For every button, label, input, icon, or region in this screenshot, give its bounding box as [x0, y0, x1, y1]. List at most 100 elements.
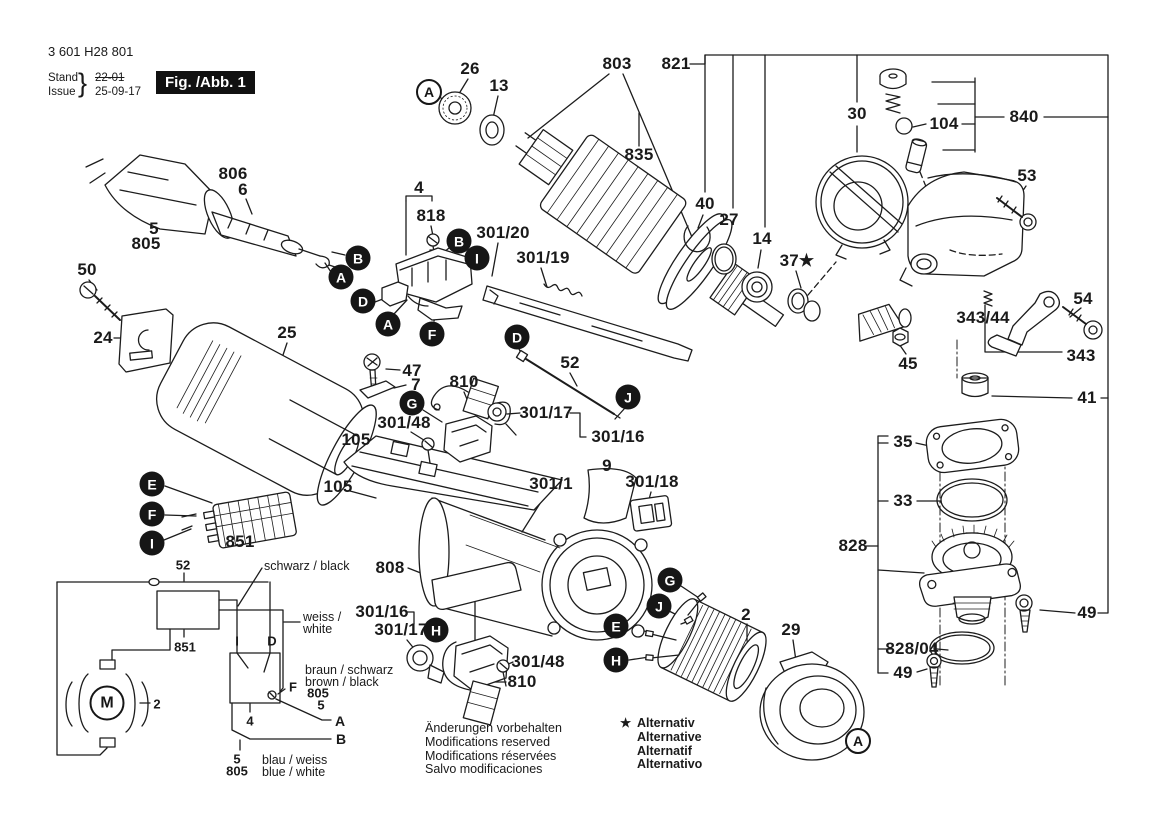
wire-color-blue-de: blau / weiss: [262, 753, 328, 767]
modifications-note-de: Änderungen vorbehalten: [425, 721, 562, 735]
part-label-9: 9: [602, 456, 612, 475]
module-851-drawing: [181, 491, 297, 549]
part-label-41: 41: [1077, 388, 1097, 407]
stand-label: Stand: [48, 72, 79, 84]
issue-label: Issue: [48, 86, 76, 98]
ref-letter-a-cover: A: [845, 728, 871, 754]
part-label-840: 840: [1009, 107, 1039, 126]
ref-letter-f-module: F: [139, 501, 165, 527]
part-label-49-bottom: 49: [893, 663, 913, 682]
ref-letter-i-switch: I: [464, 245, 490, 271]
part-label-301-16-top: 301/16: [591, 427, 645, 446]
ref-letter-b-cable: B: [345, 245, 371, 271]
part-label-301-17-top: 301/17: [519, 403, 573, 422]
schematic-terminal-d: D: [267, 633, 277, 649]
stator-drawing: [644, 592, 767, 702]
brush-set-bottom-drawing: [406, 635, 510, 726]
wire-color-brown-en: brown / black: [305, 675, 379, 689]
part-label-14: 14: [752, 229, 772, 248]
part-label-2: 2: [741, 605, 751, 624]
ref-letter-g-brush: G: [399, 390, 425, 416]
part-label-7: 7: [411, 375, 421, 394]
part-label-50: 50: [77, 260, 97, 279]
stand-value: 22-01: [95, 72, 125, 84]
ref-letter-e-stator: E: [603, 613, 629, 639]
screw-50-drawing: [79, 281, 174, 373]
spindle-lock-parts-drawing: [879, 68, 928, 174]
part-number: 3 601 H28 801: [48, 44, 134, 59]
figure-label: Fig. /Abb. 1: [156, 71, 255, 94]
ref-letter-f-switch: F: [419, 321, 445, 347]
wiring-schematic: [56, 567, 332, 756]
part-label-835: 835: [624, 145, 654, 164]
alternative-note-es: Alternativo: [637, 757, 703, 772]
ref-letter-j-stator: J: [646, 593, 672, 619]
part-label-105-bottom: 105: [323, 477, 353, 496]
part-label-343-44: 343/44: [956, 308, 1010, 327]
slider-drawing: [482, 283, 693, 362]
screw-47-drawing: [359, 353, 396, 399]
schematic-label-805-bottom: 805: [226, 763, 248, 779]
wire-color-black: schwarz / black: [264, 559, 350, 573]
modifications-note-fr: Modifications réservées: [425, 748, 557, 763]
issue-value: 25-09-17: [95, 86, 142, 98]
part-label-821: 821: [661, 54, 691, 73]
part-label-30: 30: [847, 104, 867, 123]
part-label-851: 851: [225, 532, 255, 551]
ref-letter-g-stator: G: [657, 567, 683, 593]
part-label-343: 343: [1066, 346, 1096, 365]
small-rings-drawing: [683, 225, 821, 322]
plug-drawing: [85, 154, 235, 239]
switch-assembly-drawing: [381, 233, 473, 321]
part-label-47: 47: [402, 361, 422, 380]
part-label-5: 5: [149, 219, 159, 238]
part-label-25: 25: [277, 323, 297, 342]
schematic-label-52: 52: [175, 557, 191, 573]
armature-drawing: [438, 91, 785, 328]
part-label-35: 35: [893, 432, 913, 451]
bracket-lines: [88, 54, 1109, 734]
modifications-note-en: Modifications reserved: [425, 734, 551, 749]
part-label-40: 40: [695, 194, 715, 213]
alternative-note-en: Alternative: [637, 729, 702, 744]
part-label-805: 805: [131, 234, 161, 253]
motor-housing-drawing: [156, 322, 377, 506]
alternative-note-de: Alternativ: [637, 716, 695, 730]
gear-screws-drawing: [857, 195, 1103, 357]
ref-letter-h-stator: H: [603, 647, 629, 673]
part-label-808: 808: [375, 558, 405, 577]
part-label-828-04: 828/04: [885, 639, 939, 658]
part-label-53: 53: [1017, 166, 1037, 185]
ref-letter-a-switch: A: [375, 311, 401, 337]
part-label-803: 803: [602, 54, 632, 73]
part-label-806: 806: [218, 164, 248, 183]
ref-letter-h-brush: H: [423, 617, 449, 643]
wire-color-brown-de: braun / schwarz: [305, 663, 394, 677]
part-label-6: 6: [238, 180, 248, 199]
wire-color-white-en: white: [303, 622, 333, 636]
part-label-301-1: 301/1: [529, 474, 573, 493]
wire-color-blue-en: blue / white: [262, 765, 326, 779]
part-label-45: 45: [898, 354, 918, 373]
part-label-301-20: 301/20: [476, 223, 530, 242]
ref-letter-i-module: I: [139, 530, 165, 556]
schematic-label-5-bottom: 5: [233, 751, 241, 767]
schematic-wire-b: B: [335, 731, 347, 747]
alternative-note: Alternativ Alternative Alternatif Altern…: [637, 716, 703, 772]
air-deflector-drawing: [815, 155, 909, 260]
bearing-flange-column-drawing: [919, 372, 1033, 688]
schematic-label-4: 4: [246, 713, 254, 729]
part-label-828: 828: [838, 536, 868, 555]
alternative-note-fr: Alternatif: [637, 743, 692, 758]
schematic-motor-symbol: M: [89, 685, 125, 721]
part-label-104: 104: [929, 114, 959, 133]
part-label-4: 4: [414, 178, 424, 197]
part-label-301-19: 301/19: [516, 248, 570, 267]
modifications-note-es: Salvo modificaciones: [425, 762, 543, 777]
plate-808-drawing: [431, 561, 522, 611]
ref-letter-d-pin: D: [504, 324, 530, 350]
front-housing-drawing: [418, 467, 673, 641]
part-label-24: 24: [93, 328, 113, 347]
alternative-star-icon: ★: [620, 716, 632, 730]
